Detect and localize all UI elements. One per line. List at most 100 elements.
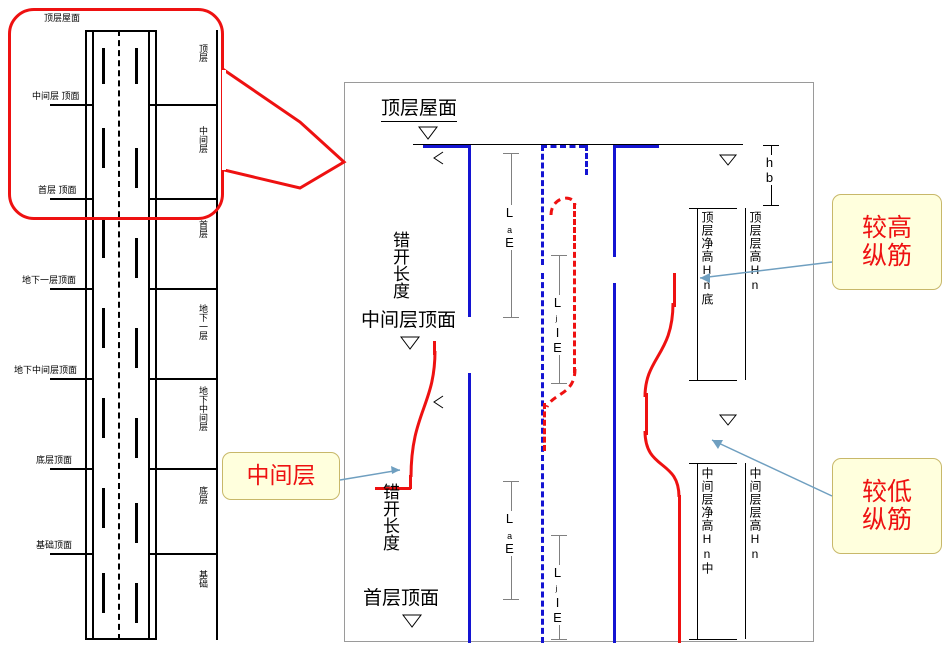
blue-right-bar-upper — [613, 145, 616, 257]
right-boundary-line — [216, 30, 218, 640]
dim-tick-ljie1-2 — [551, 383, 567, 384]
red-dashed-top-curve — [549, 196, 577, 216]
floor-line-1-left — [50, 104, 92, 106]
rebar-tick-10 — [135, 418, 138, 458]
text-lae-mid: LₐE — [502, 511, 517, 556]
text-mid-floor-top: 中间层顶面 — [361, 310, 457, 331]
floor-line-2-right — [148, 198, 218, 200]
blue-dashed-bar-lower — [541, 273, 544, 643]
floor-line-1-right — [148, 104, 218, 106]
level-symbol-first — [402, 614, 422, 628]
rebar-tick-2 — [135, 48, 138, 84]
roof-slab-line — [413, 144, 743, 145]
text-mid-storey-height: 中间层层高Hn — [748, 467, 762, 562]
rebar-tick-14 — [135, 583, 138, 623]
column-line-right-inner — [148, 30, 150, 640]
dim-line-mid-clear-height — [697, 463, 698, 639]
text-stagger-length-top: 错开长度 — [390, 231, 409, 299]
dim-tick-ljie2-1 — [551, 535, 567, 536]
tick-mark-b — [433, 395, 444, 409]
rebar-tick-11 — [102, 488, 105, 528]
dim-line-mid-storey-height — [745, 463, 746, 639]
red-left-horizontal-stub — [375, 487, 411, 490]
red-dashed-bottom-curve — [545, 369, 577, 408]
callout-higher-bar-text: 较高 纵筋 — [861, 214, 912, 270]
red-dashed-middle — [573, 243, 576, 373]
blue-left-bar-lower — [468, 473, 471, 643]
callout-middle-floor[interactable]: 中间层 — [222, 452, 340, 500]
title-top-roof: 顶层屋面 — [381, 93, 458, 122]
floor-line-4-left — [50, 378, 92, 380]
rebar-tick-6 — [135, 238, 138, 278]
rebar-tick-4 — [135, 148, 138, 188]
left-label-4: 地下中间层顶面 — [14, 365, 78, 375]
text-mid-clear-height: 中间层净高Hn中 — [700, 467, 714, 575]
text-hb: hb — [762, 155, 777, 185]
bottom-cap-line — [85, 638, 157, 640]
right-label-6: 基础 — [198, 570, 208, 588]
dim-tick-hb-1 — [763, 145, 779, 146]
red-solid-lower-curve — [643, 431, 681, 498]
level-symbol-mid — [400, 336, 420, 350]
red-solid-right-mid — [645, 393, 648, 435]
floor-line-2-left — [50, 198, 92, 200]
level-symbol-top — [418, 126, 438, 140]
tick-mark-a — [433, 151, 444, 165]
dim-tick-lae-mid-2 — [503, 599, 519, 600]
text-stagger-length-bottom: 错开长度 — [380, 483, 399, 551]
right-label-4: 地下中间层 — [198, 386, 208, 431]
column-line-left-outer — [85, 30, 87, 640]
right-label-5: 底层 — [198, 486, 208, 504]
red-dashed-upper — [573, 203, 576, 241]
main-detail-drawing: 顶层屋面 — [344, 82, 814, 643]
rebar-tick-5 — [102, 218, 105, 258]
rebar-tick-12 — [135, 503, 138, 543]
blue-top-hook-right-horizontal — [613, 145, 659, 148]
column-line-left-inner — [92, 30, 94, 640]
dim-tick-midclear-2 — [689, 639, 737, 640]
column-line-right-outer — [155, 30, 157, 640]
red-pointer-arrow — [222, 67, 347, 190]
red-left-bottom-stub — [409, 475, 412, 489]
blue-dashed-hook-vertical — [585, 145, 588, 175]
blue-top-hook-left-horizontal — [423, 145, 471, 148]
red-left-top-stub — [433, 341, 436, 355]
rebar-tick-7 — [102, 308, 105, 348]
floor-line-3-left — [50, 288, 92, 290]
dim-tick-lae-top-2 — [503, 317, 519, 318]
text-ljie-1: LⱼIE — [550, 295, 565, 355]
text-first-floor-top: 首层顶面 — [363, 588, 440, 609]
dim-tick-topclear-2 — [689, 380, 737, 381]
rebar-tick-13 — [102, 573, 105, 613]
callout-lower-bar[interactable]: 较低 纵筋 — [832, 458, 942, 554]
dim-tick-ljie2-2 — [551, 639, 567, 640]
red-solid-right-lower — [678, 495, 681, 643]
floor-line-6-right — [148, 553, 218, 555]
dim-tick-lae-mid-1 — [503, 481, 519, 482]
text-ljie-2: LⱼIE — [550, 565, 565, 625]
callout-higher-bar[interactable]: 较高 纵筋 — [832, 194, 942, 290]
dim-tick-hb-2 — [763, 205, 779, 206]
top-cap-line — [85, 30, 157, 32]
callout-lower-bar-text: 较低 纵筋 — [861, 478, 912, 534]
text-top-storey-height: 顶层层高Hn — [748, 211, 762, 293]
left-label-6: 基础顶面 — [36, 540, 73, 550]
floor-line-3-right — [148, 288, 218, 290]
rebar-tick-8 — [135, 328, 138, 368]
blue-left-bar-upper — [468, 145, 471, 317]
left-label-3: 地下一层顶面 — [22, 275, 77, 285]
left-elevation-drawing: 顶层屋面 中间层 顶面 首层 顶面 地下一层顶面 地下中间层顶面 底层顶面 基础… — [14, 8, 240, 652]
floor-line-5-right — [148, 468, 218, 470]
red-highlight-region — [8, 8, 224, 220]
right-label-1: 中间层 — [198, 126, 208, 153]
blue-left-bar-middle — [468, 373, 471, 473]
left-label-0: 顶层屋面 — [44, 13, 81, 23]
red-solid-upper-curve — [643, 302, 675, 398]
rebar-tick-9 — [102, 398, 105, 438]
left-label-1: 中间层 顶面 — [32, 91, 80, 101]
floor-line-5-left — [50, 468, 92, 470]
left-label-5: 底层顶面 — [36, 455, 73, 465]
right-label-2: 首层 — [198, 220, 208, 238]
rebar-tick-1 — [102, 48, 105, 84]
